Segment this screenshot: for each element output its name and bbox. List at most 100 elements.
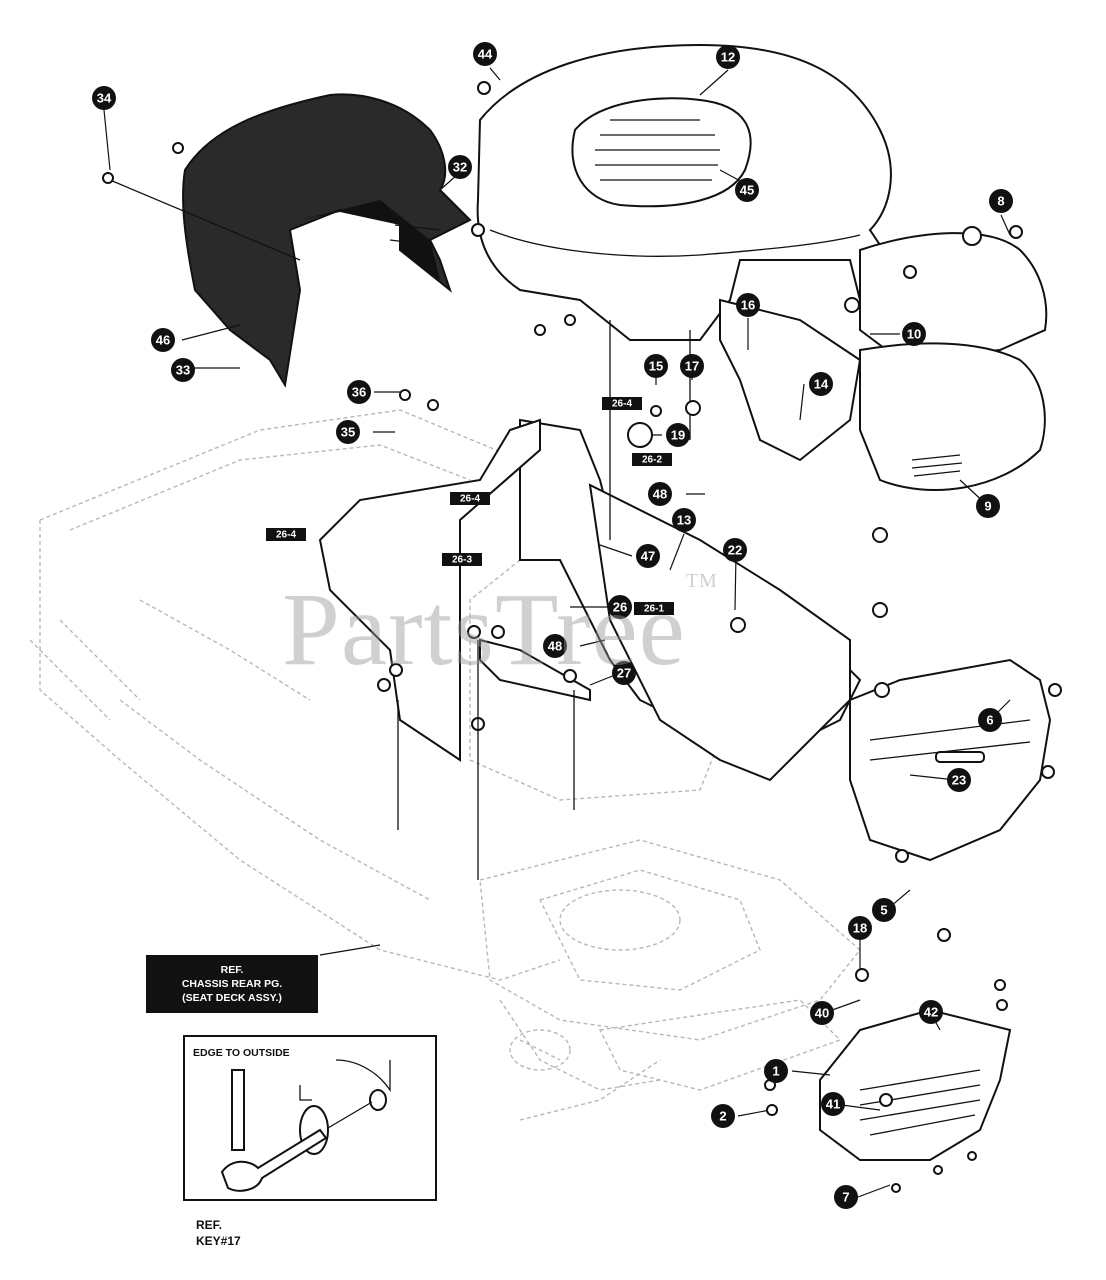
svg-text:9: 9 xyxy=(984,499,991,514)
svg-text:26-4: 26-4 xyxy=(460,494,480,505)
chassis-ghost-outline xyxy=(29,409,861,1121)
svg-text:26-3: 26-3 xyxy=(452,555,472,566)
fasteners xyxy=(102,81,1062,1193)
callout-badge: 27 xyxy=(612,661,636,685)
sub-part-tag: 26-3 xyxy=(442,553,482,566)
callout-badge: 1 xyxy=(764,1059,788,1083)
svg-text:15: 15 xyxy=(649,359,663,374)
svg-text:23: 23 xyxy=(952,773,966,788)
svg-text:22: 22 xyxy=(728,543,742,558)
callout-badge: 32 xyxy=(448,155,472,179)
svg-text:13: 13 xyxy=(677,513,691,528)
callout-badge: 42 xyxy=(919,1000,943,1024)
svg-text:36: 36 xyxy=(352,385,366,400)
callout-badge: 19 xyxy=(666,423,690,447)
svg-text:19: 19 xyxy=(671,428,685,443)
svg-text:40: 40 xyxy=(815,1006,829,1021)
svg-text:48: 48 xyxy=(653,487,667,502)
callout-badge: 14 xyxy=(809,372,833,396)
callout-badge: 13 xyxy=(672,508,696,532)
callout-badge: 47 xyxy=(636,544,660,568)
svg-text:34: 34 xyxy=(97,91,112,106)
rear-fender-part xyxy=(109,93,472,388)
inset-drawing xyxy=(220,1059,391,1192)
svg-text:26-4: 26-4 xyxy=(612,399,632,410)
ref-line: (SEAT DECK ASSY.) xyxy=(182,992,282,1004)
callout-badge: 48 xyxy=(543,634,567,658)
inset-detail-box: EDGE TO OUTSIDE xyxy=(183,1035,437,1201)
svg-text:12: 12 xyxy=(721,50,735,65)
svg-text:6: 6 xyxy=(986,713,993,728)
ref-line: KEY#17 xyxy=(196,1234,241,1248)
svg-text:18: 18 xyxy=(853,921,867,936)
ref-line: CHASSIS REAR PG. xyxy=(181,978,283,990)
inset-ref-label: REF. KEY#17 xyxy=(196,1217,241,1249)
mount-bracket-part xyxy=(318,418,591,762)
callout-badge: 26 xyxy=(608,595,632,619)
svg-text:47: 47 xyxy=(641,549,655,564)
callout-badge: 10 xyxy=(902,322,926,346)
svg-text:41: 41 xyxy=(826,1097,840,1112)
front-bracket-part xyxy=(819,1008,1012,1161)
callout-badge: 6 xyxy=(978,708,1002,732)
svg-text:26-2: 26-2 xyxy=(642,455,662,466)
watermark: PartsTreeTM xyxy=(282,570,718,687)
callout-badge: 9 xyxy=(976,494,1000,518)
callout-badge: 48 xyxy=(648,482,672,506)
callout-badge: 7 xyxy=(834,1185,858,1209)
sub-part-tag: 26-4 xyxy=(602,397,642,410)
svg-text:5: 5 xyxy=(880,903,887,918)
svg-text:45: 45 xyxy=(740,183,754,198)
sub-part-tag: 26-2 xyxy=(632,453,672,466)
svg-text:7: 7 xyxy=(842,1190,849,1205)
callout-badge: 23 xyxy=(947,768,971,792)
svg-text:27: 27 xyxy=(617,666,631,681)
chassis-ref-label: REF. CHASSIS REAR PG. (SEAT DECK ASSY.) xyxy=(146,955,318,1013)
svg-text:8: 8 xyxy=(997,194,1004,209)
hood-part xyxy=(476,43,892,341)
inset-heading: EDGE TO OUTSIDE xyxy=(193,1047,290,1059)
svg-text:26-1: 26-1 xyxy=(644,604,664,615)
svg-text:26-4: 26-4 xyxy=(276,530,296,541)
callout-badge: 18 xyxy=(848,916,872,940)
callout-badge: 15 xyxy=(644,354,668,378)
sub-part-tag: 26-4 xyxy=(450,492,490,505)
callout-badge: 22 xyxy=(723,538,747,562)
svg-text:26: 26 xyxy=(613,600,627,615)
grille-part xyxy=(859,232,1048,491)
callout-badge: 46 xyxy=(151,328,175,352)
callout-badge: 2 xyxy=(711,1104,735,1128)
svg-text:10: 10 xyxy=(907,327,921,342)
sub-part-tags: 26-4 26-2 26-4 26-4 26-3 26-1 xyxy=(266,397,674,615)
callout-badge: 12 xyxy=(716,45,740,69)
callout-badge: 44 xyxy=(473,42,497,66)
callout-badge: 5 xyxy=(872,898,896,922)
svg-text:14: 14 xyxy=(814,377,829,392)
callout-badge: 41 xyxy=(821,1092,845,1116)
svg-text:32: 32 xyxy=(453,160,467,175)
callout-badge: 36 xyxy=(347,380,371,404)
sub-part-tag: 26-1 xyxy=(634,602,674,615)
callout-badge: 16 xyxy=(736,293,760,317)
callout-badge: 33 xyxy=(171,358,195,382)
callout-badge: 40 xyxy=(810,1001,834,1025)
svg-text:48: 48 xyxy=(548,639,562,654)
svg-text:16: 16 xyxy=(741,298,755,313)
svg-text:42: 42 xyxy=(924,1005,938,1020)
callout-badge: 8 xyxy=(989,189,1013,213)
sub-part-tag: 26-4 xyxy=(266,528,306,541)
svg-text:17: 17 xyxy=(685,359,699,374)
dash-panel-part xyxy=(519,298,862,782)
callout-badges: 34 44 12 32 45 8 46 33 16 10 36 17 15 14… xyxy=(92,42,1013,1209)
svg-text:44: 44 xyxy=(478,47,493,62)
callout-badge: 45 xyxy=(735,178,759,202)
svg-text:35: 35 xyxy=(341,425,355,440)
svg-text:46: 46 xyxy=(156,333,170,348)
callout-badge: 34 xyxy=(92,86,116,110)
svg-text:1: 1 xyxy=(772,1064,779,1079)
ref-line: REF. xyxy=(196,1218,223,1232)
ref-line: REF. xyxy=(220,964,244,976)
svg-text:33: 33 xyxy=(176,363,190,378)
svg-text:2: 2 xyxy=(719,1109,726,1124)
